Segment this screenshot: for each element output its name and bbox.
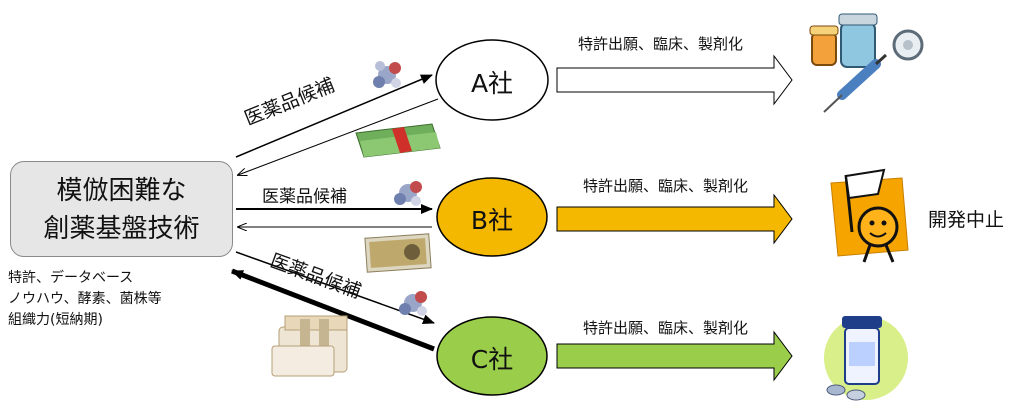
outcome-label-b: 開発中止 bbox=[928, 209, 1005, 231]
block-arrow-b bbox=[556, 193, 793, 245]
arrow-c-to-core bbox=[231, 268, 435, 352]
arrow-core-to-a bbox=[235, 74, 433, 158]
medicine-vial-syringe-icon bbox=[809, 13, 924, 113]
company-a-circle bbox=[435, 39, 549, 121]
molecule-icon bbox=[394, 181, 422, 206]
core-capabilities-list: 特許、データベース ノウハウ、酵素、菌株等 組織力(短納期) bbox=[8, 268, 162, 331]
company-a-name: A社 bbox=[470, 69, 514, 98]
company-b-circle bbox=[436, 177, 548, 257]
action-label-c: 特許出願、臨床、製剤化 bbox=[583, 319, 749, 337]
candidate-label-b: 医薬品候補 bbox=[262, 187, 347, 207]
capability-item: 特許、データベース bbox=[8, 270, 134, 286]
money-stack-icon bbox=[271, 315, 348, 377]
molecule-icon bbox=[373, 61, 401, 88]
action-label-a: 特許出願、臨床、製剤化 bbox=[578, 35, 744, 53]
money-stack-icon bbox=[355, 123, 441, 158]
capability-item: ノウハウ、酵素、菌株等 bbox=[8, 291, 162, 307]
stop-flag-mascot-icon bbox=[830, 168, 909, 263]
money-stack-icon bbox=[364, 233, 432, 273]
molecule-icon bbox=[399, 291, 427, 316]
core-title-line1: 模倣困難な bbox=[56, 176, 187, 206]
core-title-line2: 創薬基盤技術 bbox=[43, 214, 200, 244]
block-arrow-a bbox=[556, 54, 793, 106]
company-c-circle bbox=[436, 316, 548, 396]
core-technology-box: 模倣困難な 創薬基盤技術 bbox=[10, 161, 233, 257]
capability-item: 組織力(短納期) bbox=[8, 312, 103, 328]
action-label-b: 特許出願、臨床、製剤化 bbox=[583, 177, 749, 195]
arrow-a-to-core bbox=[238, 98, 439, 175]
block-arrow-c bbox=[556, 330, 793, 382]
company-c-name: C社 bbox=[470, 345, 514, 374]
company-b-name: B社 bbox=[470, 206, 514, 235]
pill-bottle-icon bbox=[824, 316, 908, 401]
